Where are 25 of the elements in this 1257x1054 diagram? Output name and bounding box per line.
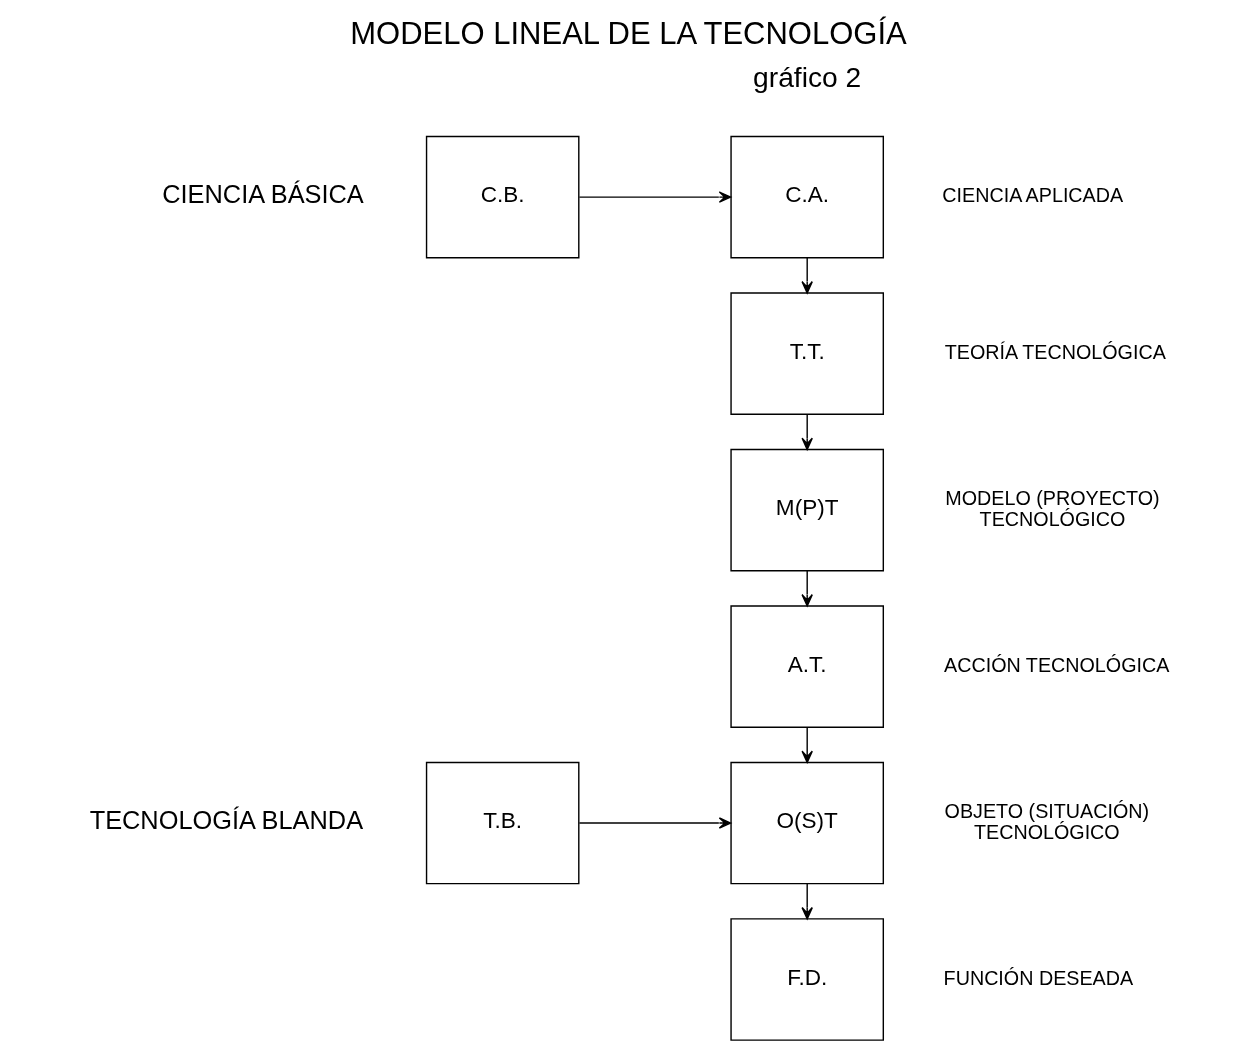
- arrow: [801, 413, 813, 451]
- arrow: [578, 191, 732, 203]
- diagram-title: MODELO LINEAL DE LA TECNOLOGÍA: [350, 16, 907, 52]
- node-label: OBJETO (SITUACIÓN) TECNOLÓGICO: [944, 799, 1150, 843]
- node-label: FUNCIÓN DESEADA: [943, 966, 1134, 989]
- node-box: T.B.: [425, 761, 580, 885]
- node-label: TECNOLOGÍA BLANDA: [89, 806, 364, 835]
- node-label: CIENCIA BÁSICA: [162, 180, 364, 209]
- node-box: M(P)T: [730, 448, 884, 572]
- arrow: [801, 257, 813, 294]
- node-box: A.T.: [730, 605, 884, 728]
- node-label: CIENCIA APLICADA: [942, 184, 1124, 207]
- arrow: [801, 570, 813, 607]
- node-box: T.T.: [730, 292, 884, 415]
- node-label: ACCIÓN TECNOLÓGICA: [944, 653, 1170, 676]
- node-label: TEORÍA TECNOLÓGICA: [944, 340, 1166, 363]
- node-box: F.D.: [730, 918, 884, 1041]
- node-box: C.A.: [730, 135, 884, 259]
- label: gráfico 2: [753, 61, 862, 94]
- node-label: MODELO (PROYECTO) TECNOLÓGICO: [945, 486, 1160, 530]
- arrow: [801, 883, 813, 920]
- arrow: [578, 817, 732, 829]
- arrow: [801, 726, 813, 764]
- node-box: O(S)T: [730, 761, 884, 885]
- node-box: C.B.: [425, 135, 580, 259]
